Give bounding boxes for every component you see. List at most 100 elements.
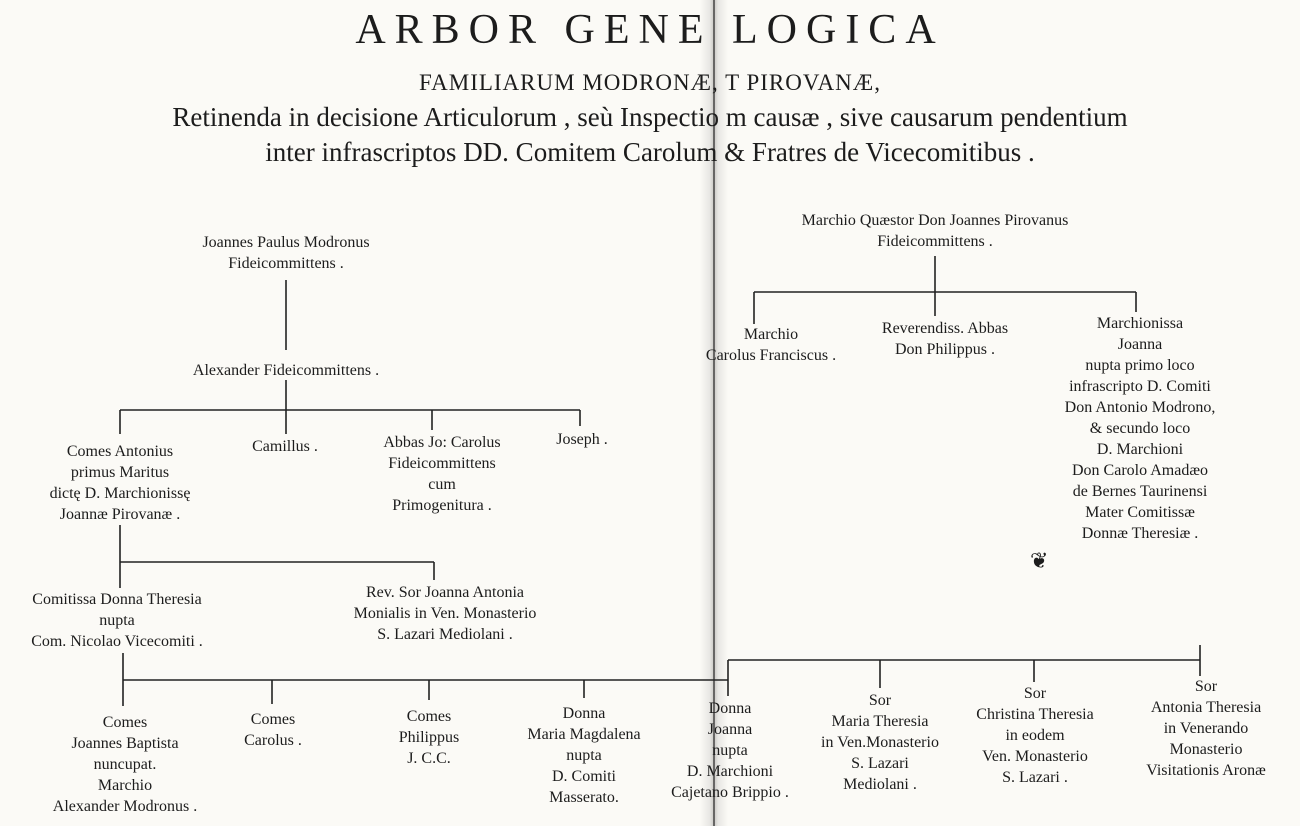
node-comes-antonius: Comes Antonius primus Maritus dictę D. M… — [10, 441, 230, 525]
node-comitissa-theresia: Comitissa Donna Theresia nupta Com. Nico… — [0, 589, 234, 652]
node-line: de Bernes Taurinensi — [1072, 483, 1208, 500]
node-line: Antonia Theresia — [1150, 699, 1262, 716]
node-camillus: Camillus . — [230, 436, 340, 457]
node-line: nupta — [99, 612, 135, 629]
node-line: nupta — [712, 742, 748, 759]
node-line: Mater Comitissæ — [1085, 504, 1195, 521]
node-line: Camillus . — [252, 438, 318, 455]
node-line: & secundo loco — [1089, 420, 1191, 437]
printer-ornament-icon: ❦ — [1030, 548, 1049, 573]
node-line: Carolus . — [244, 732, 302, 749]
node-line: D. Marchioni — [1096, 441, 1184, 458]
node-line: Don Antonio Modrono, — [1064, 399, 1216, 416]
node-line: Comes — [250, 711, 296, 728]
node-line: Marchio — [97, 777, 153, 794]
node-sor-joanna-antonia: Rev. Sor Joanna Antonia Monialis in Ven.… — [310, 582, 580, 645]
node-line: Joseph . — [556, 431, 608, 448]
node-line: Don Philippus . — [894, 341, 995, 358]
node-line: Maria Magdalena — [527, 726, 641, 743]
node-line: Carolus Franciscus . — [705, 347, 837, 364]
node-line: Comes — [406, 708, 452, 725]
node-line: Abbas Jo: Carolus — [383, 434, 501, 451]
node-line: Marchionissa — [1096, 315, 1184, 332]
node-joseph: Joseph . — [532, 429, 632, 450]
node-line: in Ven.Monasterio — [821, 734, 939, 751]
description-line-1: Retinenda in decisione Articulorum , seù… — [172, 102, 1128, 132]
node-line: infrascripto D. Comiti — [1069, 378, 1211, 395]
node-line: Visitationis Aronæ — [1146, 762, 1266, 779]
node-line: Fideicommittens — [388, 455, 496, 472]
node-line: Reverendiss. Abbas — [881, 320, 1009, 337]
node-line: in Venerando — [1163, 720, 1249, 737]
node-comes-carolus: Comes Carolus . — [220, 709, 326, 751]
node-line: Monasterio — [1169, 741, 1243, 758]
node-line: Fideicommittens . — [228, 255, 344, 272]
node-line: Fideicommittens . — [877, 233, 993, 250]
node-line: D. Marchioni — [686, 763, 774, 780]
node-line: Sor — [1023, 685, 1047, 702]
node-line: S. Lazari . — [1002, 769, 1068, 786]
description-line-2: inter infrascriptos DD. Comitem Carolum … — [265, 137, 1035, 167]
node-line: J. C.C. — [407, 750, 451, 767]
node-line: Comes — [102, 714, 148, 731]
node-line: Comitissa Donna Theresia — [32, 591, 202, 608]
node-joannes-pirovanus: Marchio Quæstor Don Joannes Pirovanus Fi… — [740, 210, 1130, 252]
node-line: Marchio — [743, 326, 799, 343]
node-line: Donna — [562, 705, 606, 722]
node-line: Joanna — [1117, 336, 1163, 353]
node-comes-philippus: Comes Philippus J. C.C. — [368, 706, 490, 769]
node-line: primus Maritus — [70, 464, 170, 481]
node-abbas-philippus: Reverendiss. Abbas Don Philippus . — [850, 318, 1040, 360]
node-line: Primogenitura . — [392, 497, 492, 514]
page-fold-line — [713, 0, 715, 826]
node-line: Sor — [868, 692, 892, 709]
node-line: D. Comiti — [551, 768, 616, 785]
node-line: Masserato. — [549, 789, 619, 806]
node-line: Monialis in Ven. Monasterio — [353, 605, 537, 622]
node-line: Joannes Paulus Modronus — [202, 234, 370, 251]
node-line: Alexander Fideicommittens . — [192, 362, 380, 379]
node-marchio-carolus: Marchio Carolus Franciscus . — [686, 324, 856, 366]
node-line: Mediolani . — [843, 776, 917, 793]
node-line: dictę D. Marchionissę — [49, 485, 191, 502]
node-line: S. Lazari Mediolani . — [377, 626, 513, 643]
node-sor-maria-theresia: Sor Maria Theresia in Ven.Monasterio S. … — [790, 690, 970, 795]
node-line: S. Lazari — [851, 755, 909, 772]
node-sor-antonia-theresia: Sor Antonia Theresia in Venerando Monast… — [1118, 676, 1294, 781]
node-line: Cajetano Brippio . — [671, 784, 789, 801]
node-line: Philippus — [398, 729, 460, 746]
node-line: Com. Nicolao Vicecomiti . — [31, 633, 203, 650]
node-line: cum — [428, 476, 456, 493]
node-line: Sor — [1194, 678, 1218, 695]
node-line: Joannæ Pirovanæ . — [59, 506, 181, 523]
node-line: Maria Theresia — [831, 713, 929, 730]
node-line: nuncupat. — [93, 756, 157, 773]
node-maria-magdalena: Donna Maria Magdalena nupta D. Comiti Ma… — [494, 703, 674, 808]
node-line: Joannes Baptista — [71, 735, 179, 752]
node-donna-joanna: Donna Joanna nupta D. Marchioni Cajetano… — [656, 698, 804, 803]
node-abbas-jo-carolus: Abbas Jo: Carolus Fideicommittens cum Pr… — [342, 432, 542, 516]
node-line: Christina Theresia — [976, 706, 1094, 723]
document-description: Retinenda in decisione Articulorum , seù… — [0, 100, 1300, 170]
node-line: Comes Antonius — [66, 443, 174, 460]
node-line: Alexander Modronus . — [52, 798, 198, 815]
node-line: Rev. Sor Joanna Antonia — [365, 584, 525, 601]
node-line: nupta primo loco — [1085, 357, 1195, 374]
node-sor-christina-theresia: Sor Christina Theresia in eodem Ven. Mon… — [950, 683, 1120, 788]
document-subtitle: FAMILIARUM MODRONÆ, T PIROVANÆ, — [419, 70, 881, 95]
node-line: nupta — [566, 747, 602, 764]
node-line: in eodem — [1005, 727, 1065, 744]
node-line: Donna — [708, 700, 752, 717]
node-line: Joanna — [707, 721, 753, 738]
document-title: ARBOR GENE LOGICA — [355, 7, 945, 53]
node-line: Ven. Monasterio — [982, 748, 1088, 765]
node-marchionissa-joanna: Marchionissa Joanna nupta primo loco inf… — [1020, 313, 1260, 544]
node-line: Don Carolo Amadæo — [1072, 462, 1208, 479]
node-joannes-paulus: Joannes Paulus Modronus Fideicommittens … — [146, 232, 426, 274]
node-line: Donnæ Theresiæ . — [1081, 525, 1199, 542]
node-alexander: Alexander Fideicommittens . — [136, 360, 436, 381]
node-joannes-baptista: Comes Joannes Baptista nuncupat. Marchio… — [30, 712, 220, 817]
node-line: Marchio Quæstor Don Joannes Pirovanus — [801, 212, 1069, 229]
